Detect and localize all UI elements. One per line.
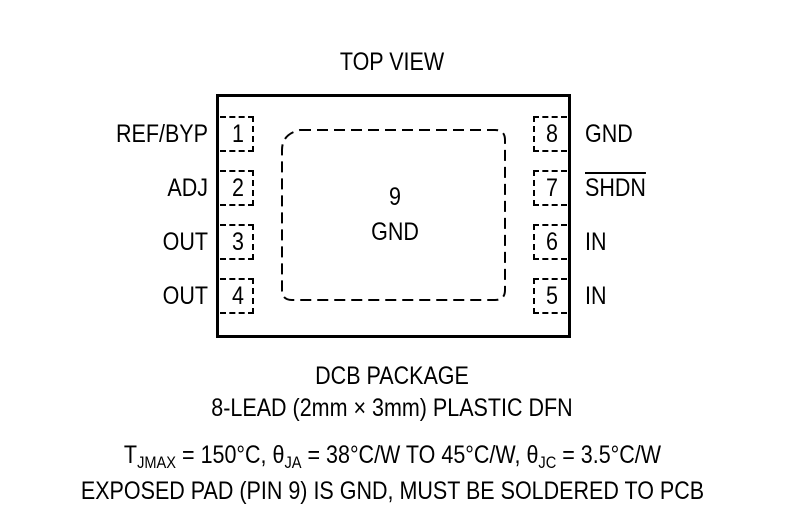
exposed-pad-note: EXPOSED PAD (PIN 9) IS GND, MUST BE SOLD… <box>80 477 705 505</box>
pin-1-label: REF/BYP <box>115 120 208 148</box>
tj-symbol: T <box>123 441 138 469</box>
pin-4-label: OUT <box>162 282 208 310</box>
theta-jc-subscript: JC <box>538 453 557 472</box>
exposed-pad-number: 9 <box>389 183 401 211</box>
pin-4-pad <box>220 278 254 314</box>
pin-3-label: OUT <box>162 228 208 256</box>
package-description: 8-LEAD (2mm × 3mm) PLASTIC DFN <box>211 394 573 422</box>
pin-6-label: IN <box>585 228 607 256</box>
theta-jc-symbol: θ <box>526 441 539 469</box>
pin-6-pad <box>533 224 567 260</box>
pin-2-pad <box>220 170 254 206</box>
pin-1-pad <box>220 116 254 152</box>
pin-7-number: 7 <box>546 174 558 202</box>
exposed-pad-outline <box>281 129 506 301</box>
theta-jc-value: = 3.5°C/W <box>556 441 662 469</box>
pin-7-label: SHDN <box>585 174 646 202</box>
pin-8-pad <box>533 116 567 152</box>
pin-4-number: 4 <box>232 282 244 310</box>
pin-3-pad <box>220 224 254 260</box>
pin-8-number: 8 <box>546 120 558 148</box>
package-outline <box>216 94 571 338</box>
tj-value: = 150°C, <box>176 441 273 469</box>
view-title: TOP VIEW <box>339 48 445 76</box>
package-name: DCB PACKAGE <box>315 362 469 390</box>
pin-6-number: 6 <box>546 228 558 256</box>
tj-subscript: JMAX <box>137 453 177 472</box>
pin-7-pad <box>533 170 567 206</box>
theta-ja-value: = 38°C/W TO 45°C/W, <box>301 441 527 469</box>
pin-3-number: 3 <box>232 228 244 256</box>
pin-5-label: IN <box>585 282 607 310</box>
theta-ja-symbol: θ <box>272 441 285 469</box>
theta-ja-subscript: JA <box>284 453 302 472</box>
pin-5-pad <box>533 278 567 314</box>
pin-1-number: 1 <box>232 120 244 148</box>
thermal-specs: TJMAX = 150°C, θJA = 38°C/W TO 45°C/W, θ… <box>55 441 730 472</box>
pin-8-label: GND <box>585 120 633 148</box>
pin-2-number: 2 <box>232 174 244 202</box>
exposed-pad-label: GND <box>371 218 419 246</box>
pin-2-label: ADJ <box>167 174 208 202</box>
pin-5-number: 5 <box>546 282 558 310</box>
